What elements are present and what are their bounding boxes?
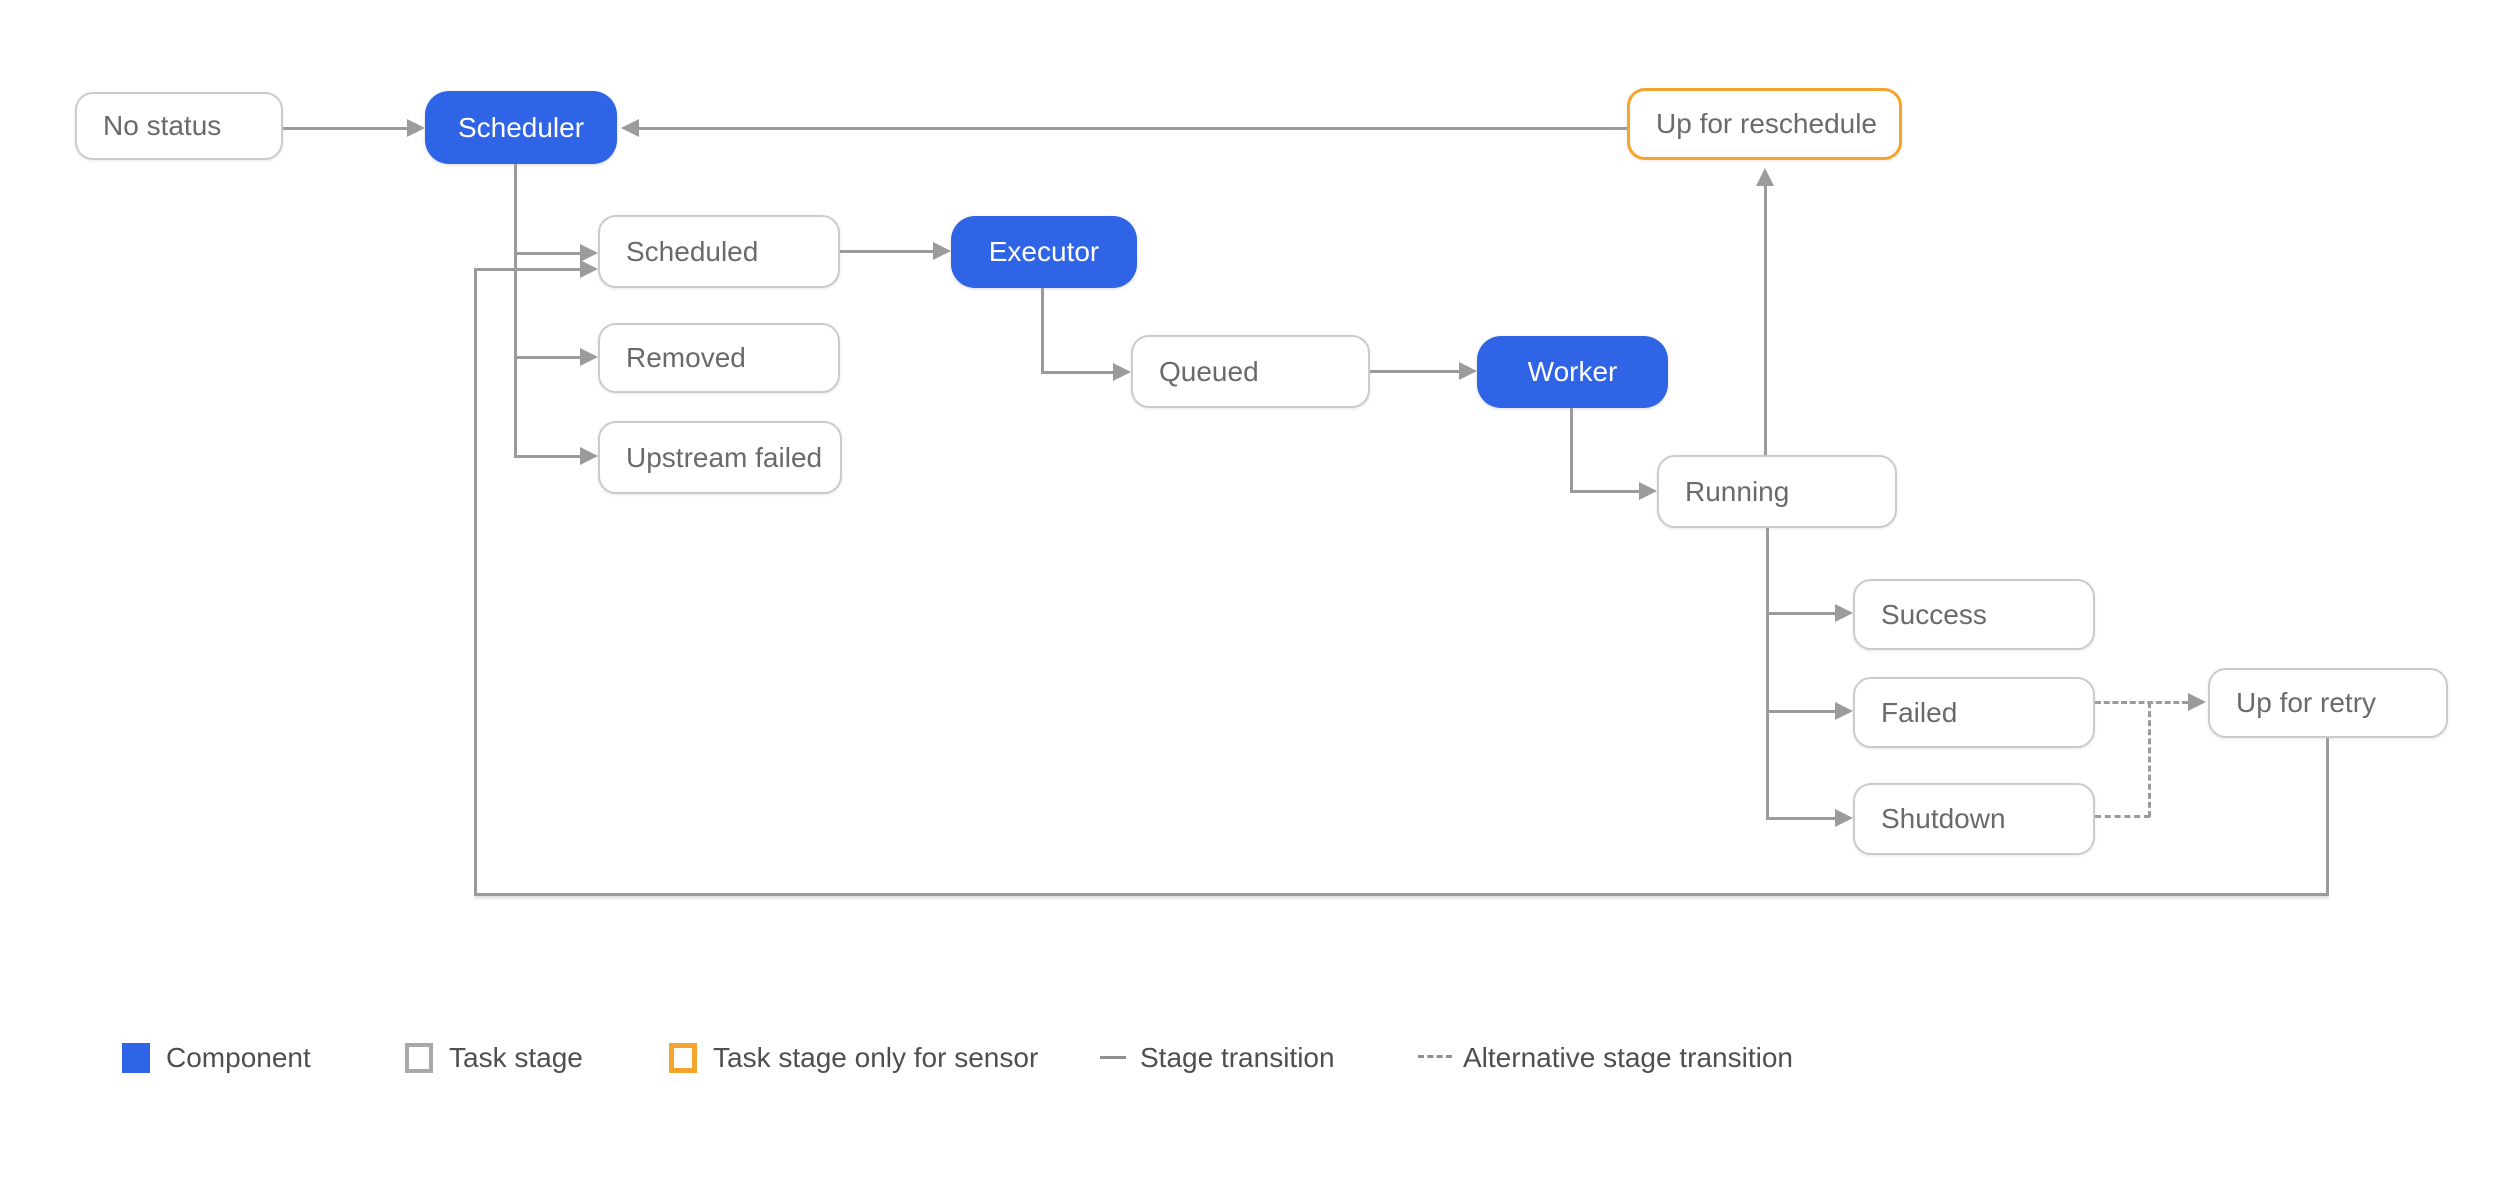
node-up-for-reschedule-label: Up for reschedule bbox=[1656, 108, 1878, 139]
edge-worker-running-line bbox=[1570, 490, 1639, 493]
edge-no-status-scheduler-line bbox=[283, 127, 407, 130]
edge-shutdown-retry-dashed-line bbox=[2095, 815, 2150, 818]
node-worker-label: Worker bbox=[1527, 356, 1618, 387]
node-failed-label: Failed bbox=[1881, 696, 1958, 728]
legend-dashed-line-icon bbox=[1418, 1055, 1452, 1058]
edge-worker-running-vline bbox=[1570, 408, 1573, 492]
node-queued-label: Queued bbox=[1159, 355, 1259, 387]
legend-component-label: Component bbox=[166, 1042, 311, 1073]
node-executor: Executor bbox=[951, 216, 1137, 288]
node-no-status: No status bbox=[75, 92, 283, 160]
node-shutdown: Shutdown bbox=[1853, 783, 2095, 855]
node-success-label: Success bbox=[1881, 598, 1987, 630]
edge-executor-queued-vline bbox=[1041, 288, 1044, 374]
edge-running-failed-line bbox=[1768, 710, 1835, 713]
edge-scheduler-removed-line bbox=[516, 356, 580, 359]
node-failed: Failed bbox=[1853, 677, 2095, 748]
edge-retry-scheduled-line bbox=[474, 268, 580, 271]
edge-running-success-arrowhead-icon bbox=[1835, 604, 1853, 622]
edge-running-failed-arrowhead-icon bbox=[1835, 702, 1853, 720]
edge-running-reschedule-arrowhead-icon bbox=[1756, 168, 1774, 186]
node-up-for-retry: Up for retry bbox=[2208, 668, 2448, 738]
node-success: Success bbox=[1853, 579, 2095, 650]
node-executor-label: Executor bbox=[988, 236, 1100, 267]
edge-scheduler-removed-arrowhead-icon bbox=[580, 348, 598, 366]
node-queued: Queued bbox=[1131, 335, 1370, 408]
node-upstream-failed-label: Upstream failed bbox=[626, 441, 823, 473]
node-running-label: Running bbox=[1685, 475, 1790, 507]
node-scheduled: Scheduled bbox=[598, 215, 840, 288]
edge-executor-queued-arrowhead-icon bbox=[1113, 363, 1131, 381]
edge-scheduler-scheduled-arrowhead-icon bbox=[580, 244, 598, 262]
edge-retry-scheduled-arrowhead-icon bbox=[580, 260, 598, 278]
edge-no-status-scheduler-arrowhead-icon bbox=[407, 119, 425, 137]
edge-scheduler-upstream-failed-arrowhead-icon bbox=[580, 447, 598, 465]
edge-worker-running-arrowhead-icon bbox=[1639, 482, 1657, 500]
node-scheduled-label: Scheduled bbox=[626, 235, 759, 267]
node-upstream-failed: Upstream failed bbox=[598, 421, 842, 494]
legend-alt-transition-label: Alternative stage transition bbox=[1463, 1042, 1793, 1073]
edge-failed-retry-dashed-line bbox=[2095, 701, 2188, 704]
node-up-for-retry-label: Up for retry bbox=[2236, 687, 2377, 718]
legend-stage-transition-label: Stage transition bbox=[1140, 1042, 1335, 1073]
legend-task-stage-swatch-icon bbox=[405, 1043, 433, 1073]
node-removed-label: Removed bbox=[626, 342, 746, 373]
legend-task-stage-label: Task stage bbox=[449, 1042, 583, 1073]
edge-scheduler-branch-vline bbox=[514, 164, 517, 458]
node-running: Running bbox=[1657, 455, 1897, 528]
edge-executor-queued-line bbox=[1041, 371, 1113, 374]
node-no-status-label: No status bbox=[103, 110, 222, 141]
edge-scheduler-scheduled-line bbox=[516, 252, 580, 255]
edge-scheduled-executor-arrowhead-icon bbox=[933, 242, 951, 260]
node-up-for-reschedule: Up for reschedule bbox=[1627, 88, 1902, 160]
edge-running-shutdown-arrowhead-icon bbox=[1835, 809, 1853, 827]
edge-shutdown-retry-dashed-vline bbox=[2148, 702, 2151, 817]
node-scheduler-label: Scheduler bbox=[457, 111, 585, 143]
edge-running-branch-vline bbox=[1766, 528, 1769, 820]
edge-scheduler-upstream-failed-line bbox=[516, 455, 580, 458]
edge-queued-worker-line bbox=[1370, 370, 1459, 373]
node-scheduler: Scheduler bbox=[425, 91, 617, 164]
legend-sensor-stage-label: Task stage only for sensor bbox=[713, 1042, 1039, 1073]
edge-retry-scheduled-bottom-line bbox=[474, 893, 2329, 896]
edge-retry-scheduled-vline-right bbox=[2326, 738, 2329, 896]
edge-queued-worker-arrowhead-icon bbox=[1459, 362, 1477, 380]
edge-running-reschedule-vline bbox=[1764, 186, 1767, 455]
legend-sensor-stage-swatch-icon bbox=[669, 1043, 697, 1073]
edge-running-shutdown-line bbox=[1768, 817, 1835, 820]
legend-solid-line-icon bbox=[1100, 1056, 1126, 1059]
edge-scheduled-executor-line bbox=[840, 250, 933, 253]
node-removed: Removed bbox=[598, 323, 840, 393]
edge-reschedule-scheduler-arrowhead-icon bbox=[621, 119, 639, 137]
node-worker: Worker bbox=[1477, 336, 1668, 408]
legend-component-swatch-icon bbox=[122, 1043, 150, 1073]
edge-running-success-line bbox=[1768, 612, 1835, 615]
edge-failed-retry-arrowhead-icon bbox=[2188, 693, 2206, 711]
edge-reschedule-scheduler-line bbox=[639, 127, 1627, 130]
node-shutdown-label: Shutdown bbox=[1881, 803, 2006, 834]
edge-retry-scheduled-vline-left bbox=[474, 268, 477, 896]
